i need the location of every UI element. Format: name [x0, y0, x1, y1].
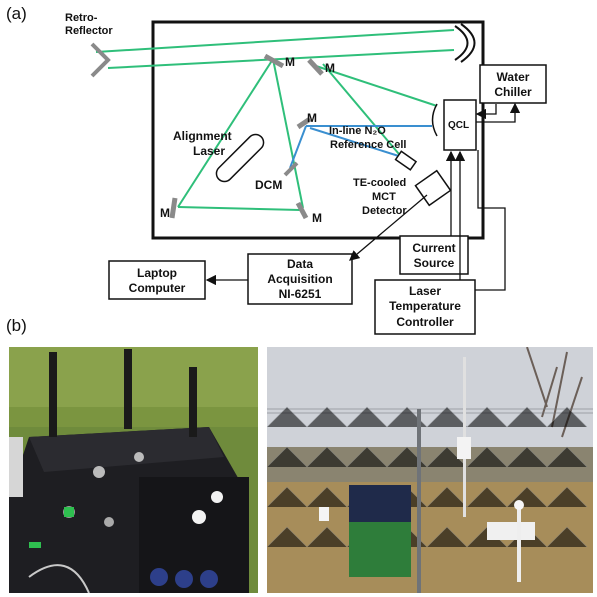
daq-label-2: Acquisition [267, 272, 332, 286]
blue-beam-path [289, 125, 432, 169]
reference-cell-label-1: In-line N₂O [329, 125, 386, 137]
mirror-4-label: M [160, 206, 170, 220]
current-source-label-2: Source [414, 256, 455, 270]
mirror-2-label: M [325, 61, 335, 75]
mirror-2-icon [307, 58, 324, 76]
ltc-label-2: Temperature [389, 299, 461, 313]
water-chiller-label-1: Water [497, 70, 530, 84]
data-acquisition-box [247, 253, 353, 305]
laptop-label-2: Computer [129, 281, 186, 295]
reference-cell-label-2: Reference Cell [330, 139, 406, 151]
laptop-label-1: Laptop [137, 266, 177, 280]
current-source-box [399, 235, 469, 275]
daq-label-3: NI-6251 [279, 287, 322, 301]
mirror-4-icon [169, 197, 178, 219]
retro-reflector-label-2: Reflector [65, 25, 113, 37]
curved-mirror-back-icon [460, 23, 476, 63]
instrument-enclosure [151, 20, 485, 240]
mirror-5-icon [295, 201, 309, 220]
alignment-laser-label-1: Alignment [173, 129, 232, 143]
mirror-1-label: M [285, 55, 295, 69]
laptop-box [108, 260, 206, 300]
ltc-to-qcl-line-1 [475, 150, 506, 291]
dcm-label: DCM [255, 178, 282, 192]
qcl-label: QCL [448, 120, 469, 131]
reference-cell-icon [394, 150, 418, 171]
alignment-laser-label-2: Laser [193, 144, 225, 158]
qcl-box [443, 99, 477, 151]
qcl-lens-icon [431, 103, 438, 137]
field-site-photo [267, 347, 593, 593]
panel-a-label: (a) [6, 4, 27, 23]
retro-reflector-label-1: Retro- [65, 12, 98, 24]
instrument-schematic: Retro- Reflector M M M M M Alignment Las… [65, 12, 547, 335]
mirror-3-label: M [307, 111, 317, 125]
mirror-5-label: M [312, 211, 322, 225]
chiller-to-qcl-arrow [475, 104, 497, 120]
alignment-laser-icon [215, 133, 265, 183]
detector-label-1: TE-cooled [353, 177, 406, 189]
ltc-label-3: Controller [396, 315, 454, 329]
green-beam-path [95, 29, 455, 211]
current-source-label-1: Current [412, 241, 455, 255]
panel-b-label: (b) [6, 316, 27, 335]
detector-label-2: MCT [372, 191, 396, 203]
mirror-3-icon [296, 116, 312, 130]
retro-reflector-icon [90, 42, 111, 78]
detector-label-3: Detector [362, 205, 407, 217]
ltc-label-1: Laser [409, 284, 441, 298]
optical-bench-photo [9, 347, 258, 593]
qcl-to-chiller-arrow [476, 102, 521, 123]
daq-label-1: Data [287, 257, 313, 271]
curved-mirror-icon [454, 25, 469, 61]
water-chiller-box [479, 64, 547, 104]
dcm-icon [283, 161, 299, 177]
detector-to-daq-arrow [349, 194, 428, 261]
water-chiller-label-2: Chiller [494, 85, 532, 99]
laser-temp-controller-box [374, 279, 476, 335]
mirror-1-icon [263, 53, 285, 69]
